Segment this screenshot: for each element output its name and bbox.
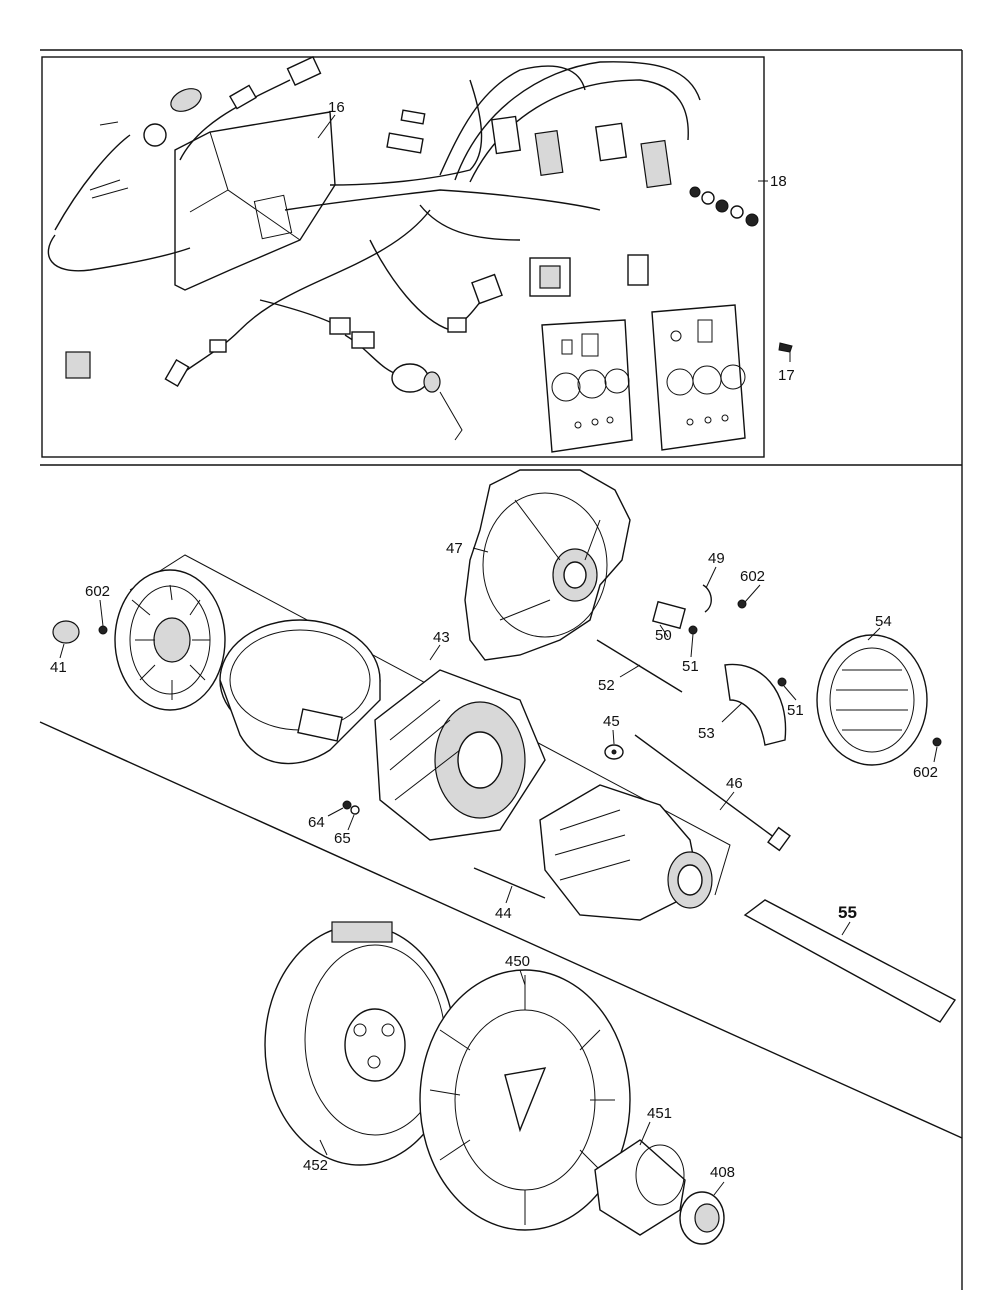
ferrite-clip-part [65, 351, 91, 379]
nut-64-part [342, 800, 352, 810]
part-labels: 16 18 17 47 49 602 54 602 41 43 50 51 52… [50, 99, 938, 1181]
rear-cover-53-part [724, 663, 787, 746]
label-51-lower: 51 [787, 702, 804, 719]
label-17: 17 [778, 367, 795, 384]
label-65: 65 [334, 830, 351, 847]
label-64: 64 [308, 814, 325, 831]
rear-housing-part [464, 469, 631, 661]
stator-shroud-part [219, 619, 381, 765]
label-44: 44 [495, 905, 512, 922]
label-602-endcap: 602 [913, 764, 938, 781]
label-50: 50 [655, 627, 672, 644]
panel-plate-right [651, 304, 746, 451]
washer-65-part [350, 805, 360, 815]
label-49: 49 [708, 550, 725, 567]
label-47: 47 [446, 540, 463, 557]
brush-holder-part [652, 600, 686, 630]
diagram-frame [39, 49, 963, 1290]
label-46: 46 [726, 775, 743, 792]
nut-408-part [679, 1191, 725, 1245]
label-18: 18 [770, 173, 787, 190]
label-451: 451 [647, 1105, 672, 1122]
panel-plate-left [541, 319, 633, 453]
label-54: 54 [875, 613, 892, 630]
through-bolt-part [634, 734, 776, 839]
cooling-fan-part [419, 969, 631, 1231]
bolt-52-part [596, 639, 683, 693]
nut-stack [689, 186, 759, 227]
rotor-fan-part [114, 569, 226, 711]
label-55: 55 [838, 903, 857, 922]
label-408: 408 [710, 1164, 735, 1181]
rotor-part [539, 784, 713, 921]
label-43: 43 [433, 629, 450, 646]
end-cap-part [816, 634, 942, 766]
label-41: 41 [50, 659, 67, 676]
bracket-55-part [743, 899, 957, 1023]
flywheel-housing-part [264, 921, 456, 1166]
label-16: 16 [328, 99, 345, 116]
label-452: 452 [303, 1157, 328, 1174]
label-602-left: 602 [85, 583, 110, 600]
wiring-harness-assembly [47, 55, 793, 453]
bolt-44-part [473, 867, 546, 899]
label-51-upper: 51 [682, 658, 699, 675]
label-45: 45 [603, 713, 620, 730]
label-52: 52 [598, 677, 615, 694]
stator-core-part [374, 669, 546, 841]
cap-41-part [52, 620, 80, 644]
label-450: 450 [505, 953, 530, 970]
wiring-harness-box [41, 56, 765, 458]
leader-lines [59, 114, 938, 1196]
lower-divider-line [39, 721, 963, 1139]
clip-49-part [702, 584, 712, 613]
label-53: 53 [698, 725, 715, 742]
label-602-right: 602 [740, 568, 765, 585]
hub-451-part [594, 1139, 686, 1236]
